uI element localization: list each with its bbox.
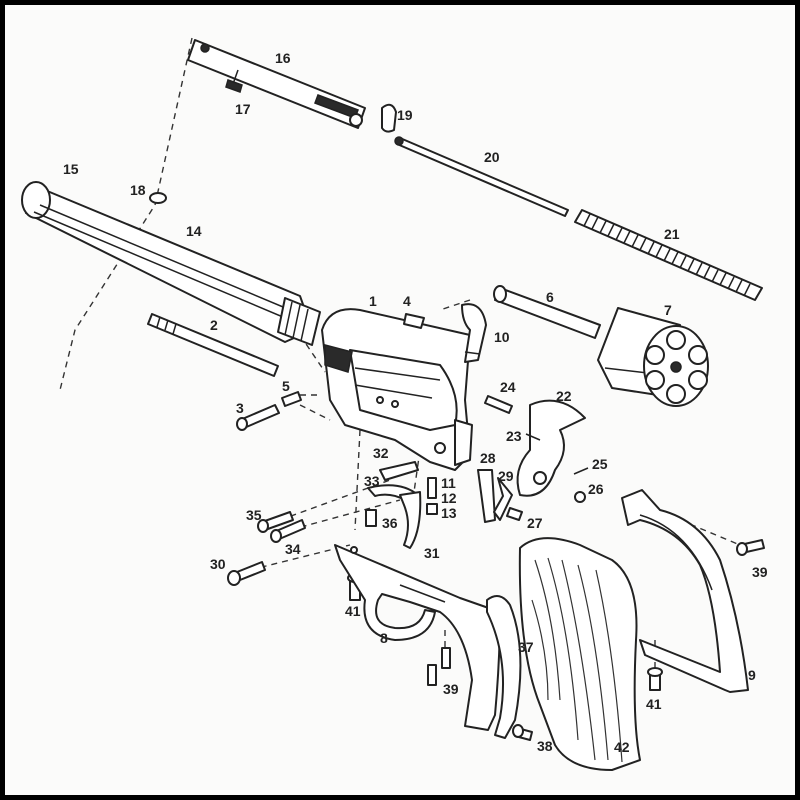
label-part-13: 13: [441, 505, 457, 521]
label-part-17: 17: [235, 101, 251, 117]
small-pins: [484, 395, 589, 521]
right-screws: [647, 539, 765, 691]
label-part-42: 42: [614, 739, 630, 755]
label-part-39-right: 39: [752, 564, 768, 580]
label-part-5: 5: [282, 378, 290, 394]
label-part-21: 21: [664, 226, 680, 242]
part-2-base-pin: [147, 313, 279, 377]
label-part-15: 15: [63, 161, 79, 177]
label-part-27: 27: [527, 515, 543, 531]
part-31-trigger: [399, 491, 422, 549]
label-part-19: 19: [397, 107, 413, 123]
label-part-33: 33: [364, 473, 380, 489]
label-part-3: 3: [236, 400, 244, 416]
part-16-ejector-housing: [187, 39, 366, 129]
label-part-28: 28: [480, 450, 496, 466]
label-part-37: 37: [518, 639, 534, 655]
label-part-9: 9: [748, 667, 756, 683]
label-part-11: 11: [441, 475, 456, 491]
label-part-12: 12: [441, 490, 457, 506]
part-6-pin: [493, 285, 601, 339]
part-9-backstrap: [621, 489, 749, 693]
side-screws: [227, 511, 306, 586]
part-36-screw: [365, 509, 377, 527]
part-14-barrel: [21, 181, 321, 346]
part-37-backstrap-spring: [486, 595, 522, 739]
label-part-23: 23: [506, 428, 522, 444]
label-part-22: 22: [556, 388, 572, 404]
part-38-screw: [512, 724, 533, 741]
label-part-1: 1: [369, 293, 377, 309]
label-part-26: 26: [588, 481, 604, 497]
label-part-10: 10: [494, 329, 510, 345]
part-3-5-screws: [236, 391, 302, 431]
part-18-screw: [149, 192, 167, 204]
label-part-36: 36: [382, 515, 398, 531]
label-part-30: 30: [210, 556, 226, 572]
part-10-hand: [461, 303, 487, 363]
label-part-25: 25: [592, 456, 608, 472]
label-part-41-left: 41: [345, 603, 361, 619]
label-part-29: 29: [498, 468, 514, 484]
label-part-14: 14: [186, 223, 202, 239]
label-part-41-right: 41: [646, 696, 662, 712]
label-part-18: 18: [130, 182, 146, 198]
label-part-31: 31: [424, 545, 440, 561]
label-part-4: 4: [403, 293, 411, 309]
part-1-frame: [321, 308, 473, 471]
label-part-39-lower: 39: [443, 681, 459, 697]
part-4-block: [403, 313, 425, 329]
part-19-latch: [381, 103, 397, 133]
label-part-6: 6: [546, 289, 554, 305]
part-22-hammer: [516, 399, 586, 497]
label-part-16: 16: [275, 50, 291, 66]
part-8-trigger-guard: [334, 544, 501, 731]
part-7-cylinder: [597, 307, 709, 407]
part-42-grip: [518, 537, 641, 771]
label-part-38: 38: [537, 738, 553, 754]
label-part-7: 7: [664, 302, 672, 318]
part-20-rod: [394, 136, 569, 217]
part-11-12-13: [426, 477, 438, 515]
label-part-35: 35: [246, 507, 262, 523]
label-part-8: 8: [380, 630, 388, 646]
part-21-spring: [574, 209, 763, 301]
part-labels: 1 2 3 4 5 6 7 8 9 10 11 12 13 14 15 16 1…: [63, 50, 768, 755]
part-39-screw-lower: [427, 647, 451, 686]
label-part-20: 20: [484, 149, 500, 165]
label-part-32: 32: [373, 445, 389, 461]
part-28-29-bolt: [477, 469, 513, 523]
label-part-2: 2: [210, 317, 218, 333]
label-part-34: 34: [285, 541, 301, 557]
label-part-24: 24: [500, 379, 516, 395]
